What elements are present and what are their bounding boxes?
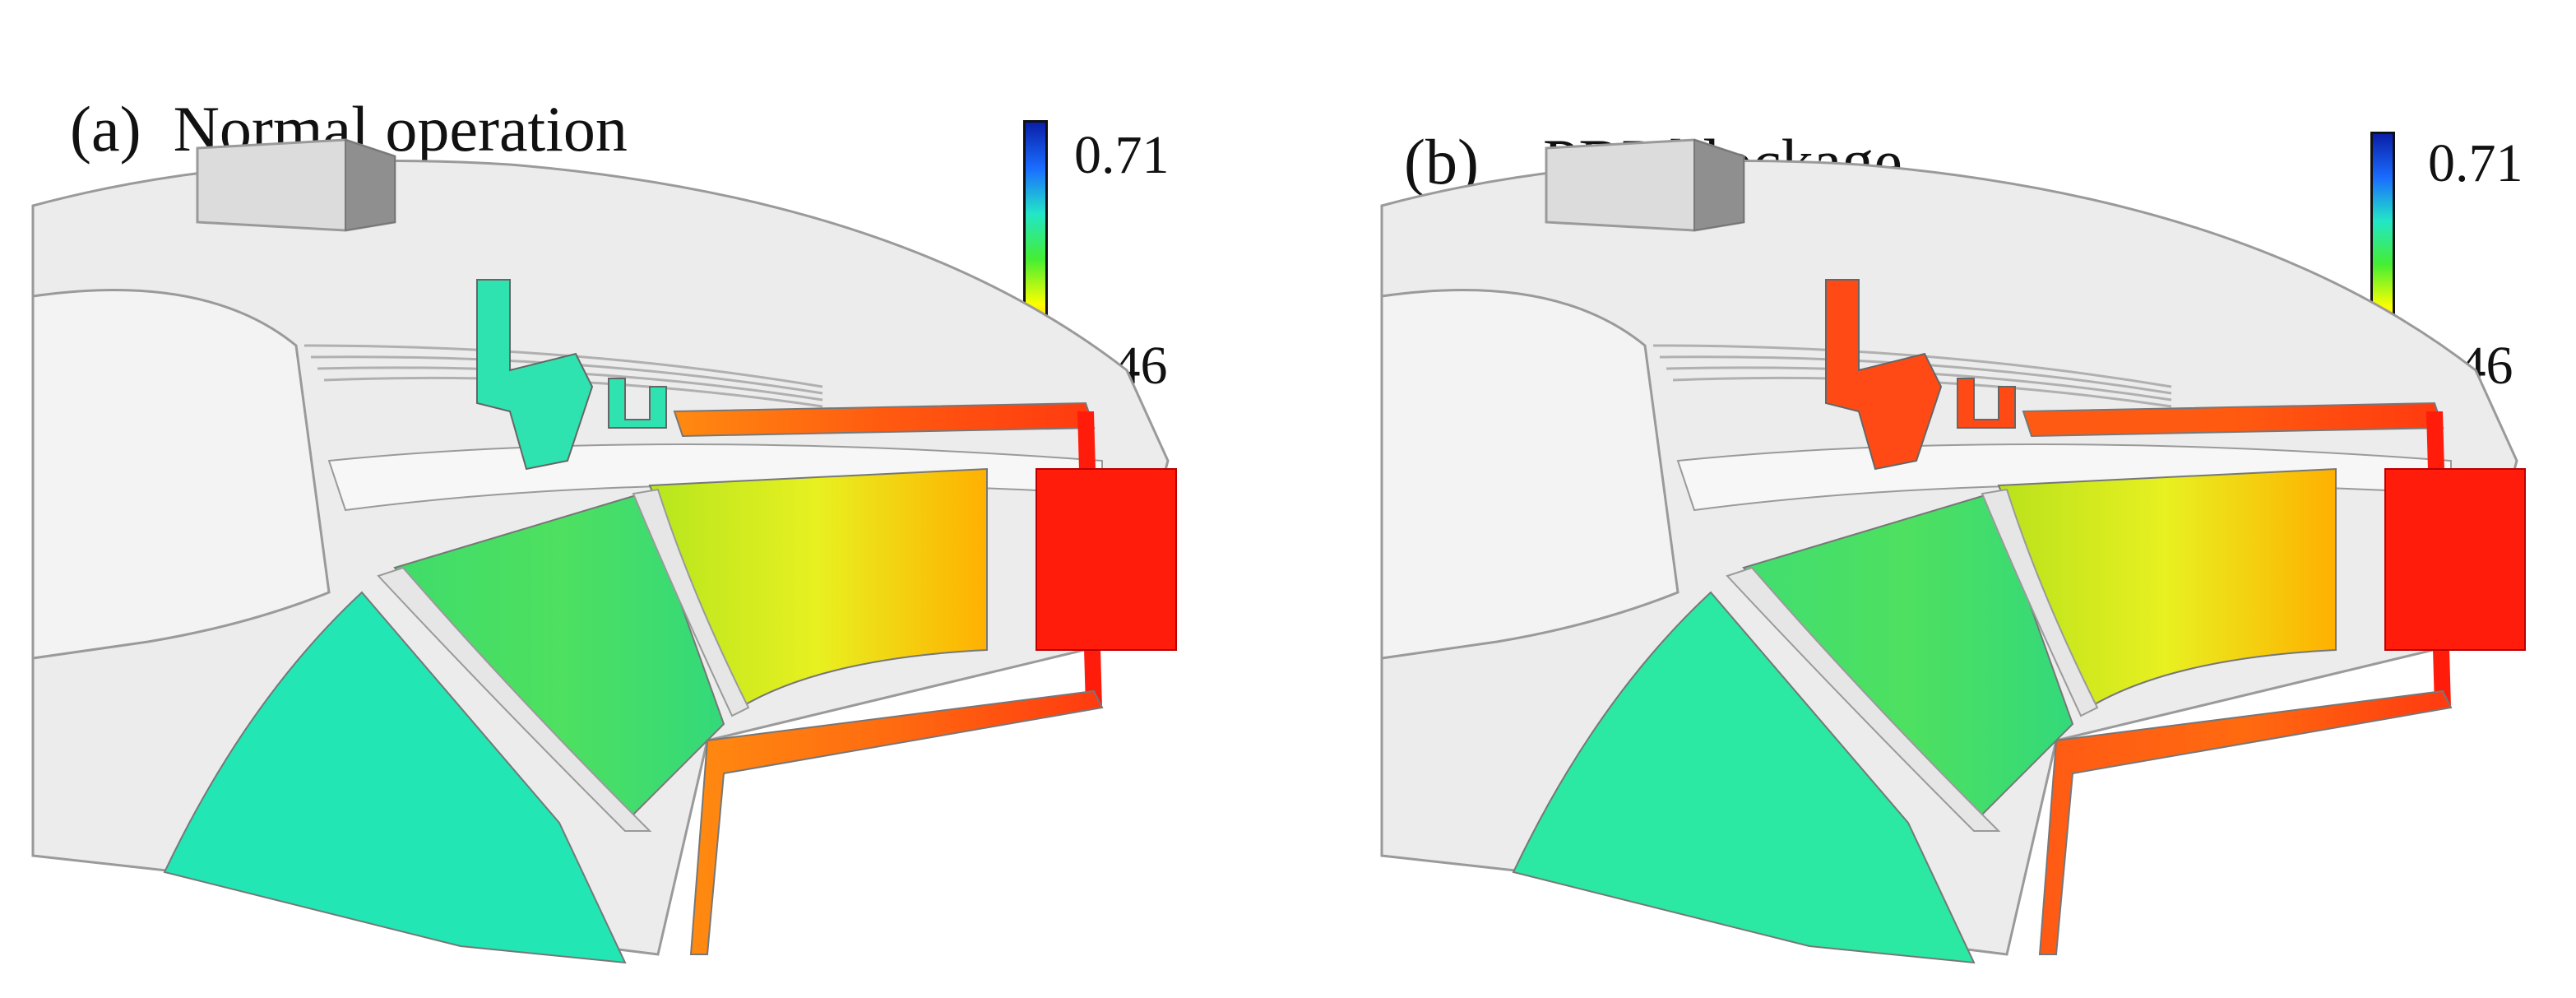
panel-b-letter: (b): [1404, 126, 1479, 197]
diffuser-blade-passage: [648, 467, 988, 709]
inlet-blade-passage: [163, 591, 627, 964]
vane: [377, 566, 652, 832]
panel-b-geometry: [1380, 138, 2526, 964]
panel-a-colorbar-max: 0.71: [1074, 125, 1170, 185]
volute-outlet: [2384, 468, 2526, 651]
panel-a-title: Normal operation: [173, 93, 628, 165]
panel-a-geometry: [31, 138, 1177, 964]
panel-a-label: (a) Normal operation: [38, 33, 628, 161]
panel-a-letter: (a): [70, 93, 141, 165]
seal-chamber: [1825, 279, 1943, 471]
seal-teeth: [608, 378, 667, 429]
vane: [1726, 566, 2001, 832]
top-bracket-side: [1693, 138, 1744, 232]
volute-outlet: [1035, 468, 1177, 651]
seal-teeth: [1957, 378, 2016, 429]
vane: [632, 488, 750, 717]
rim-channel-bottom: [689, 689, 1104, 955]
hub: [1380, 289, 1679, 660]
vane: [1981, 488, 2099, 717]
panel-b-colorbar-max: 0.71: [2428, 133, 2523, 193]
diffuser-blade-passage: [1997, 467, 2337, 709]
seal-chamber: [476, 279, 594, 471]
inlet-blade-passage: [1512, 591, 1976, 964]
top-bracket-side: [345, 138, 396, 232]
rim-channel-bottom: [2038, 689, 2453, 955]
hub: [31, 289, 331, 660]
